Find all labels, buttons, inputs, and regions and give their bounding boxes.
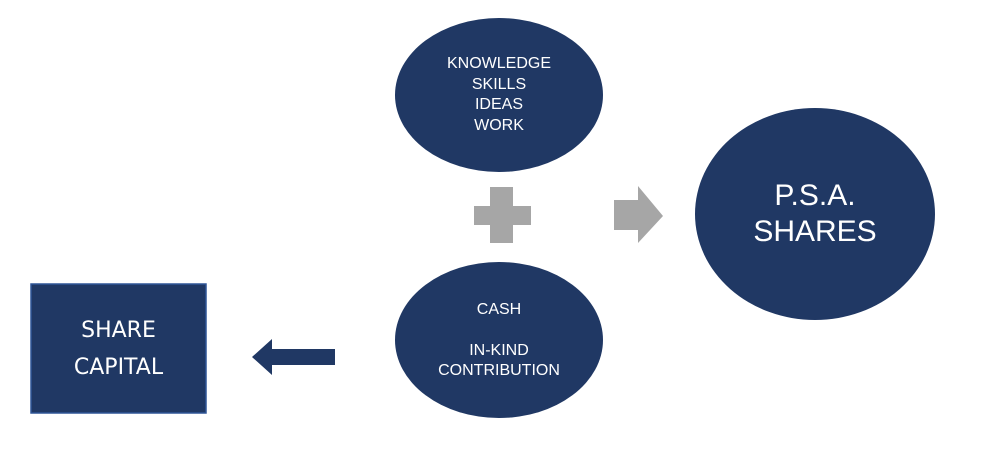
knowledge-line-2: SKILLS xyxy=(471,75,527,93)
psa-shares-node xyxy=(695,108,935,320)
knowledge-node xyxy=(395,18,603,172)
arrow-left-icon xyxy=(252,339,335,375)
cash-node xyxy=(395,262,603,418)
knowledge-line-4: WORK xyxy=(474,116,524,134)
cash-line-3: CONTRIBUTION xyxy=(438,362,560,379)
psa-shares-label: P.S.A. SHARES xyxy=(695,108,935,320)
capital-line-1: SHARE xyxy=(81,317,156,343)
psa-line-2: SHARES xyxy=(753,215,877,248)
knowledge-line-1: KNOWLEDGE xyxy=(446,55,551,72)
share-capital-node xyxy=(30,283,207,414)
cash-line-1: CASH xyxy=(476,301,522,318)
knowledge-line-3: IDEAS xyxy=(474,96,523,113)
share-capital-label: SHARE CAPITAL xyxy=(31,284,206,413)
plus-icon xyxy=(474,187,531,243)
arrow-right-icon xyxy=(614,186,663,243)
cash-line-2: IN-KIND xyxy=(469,342,529,359)
capital-line-2: CAPITAL xyxy=(73,354,164,380)
psa-line-1: P.S.A. xyxy=(774,179,856,212)
knowledge-node-label: KNOWLEDGE SKILLS IDEAS WORK xyxy=(395,18,603,172)
cash-node-label: CASH IN-KIND CONTRIBUTION xyxy=(395,262,603,419)
